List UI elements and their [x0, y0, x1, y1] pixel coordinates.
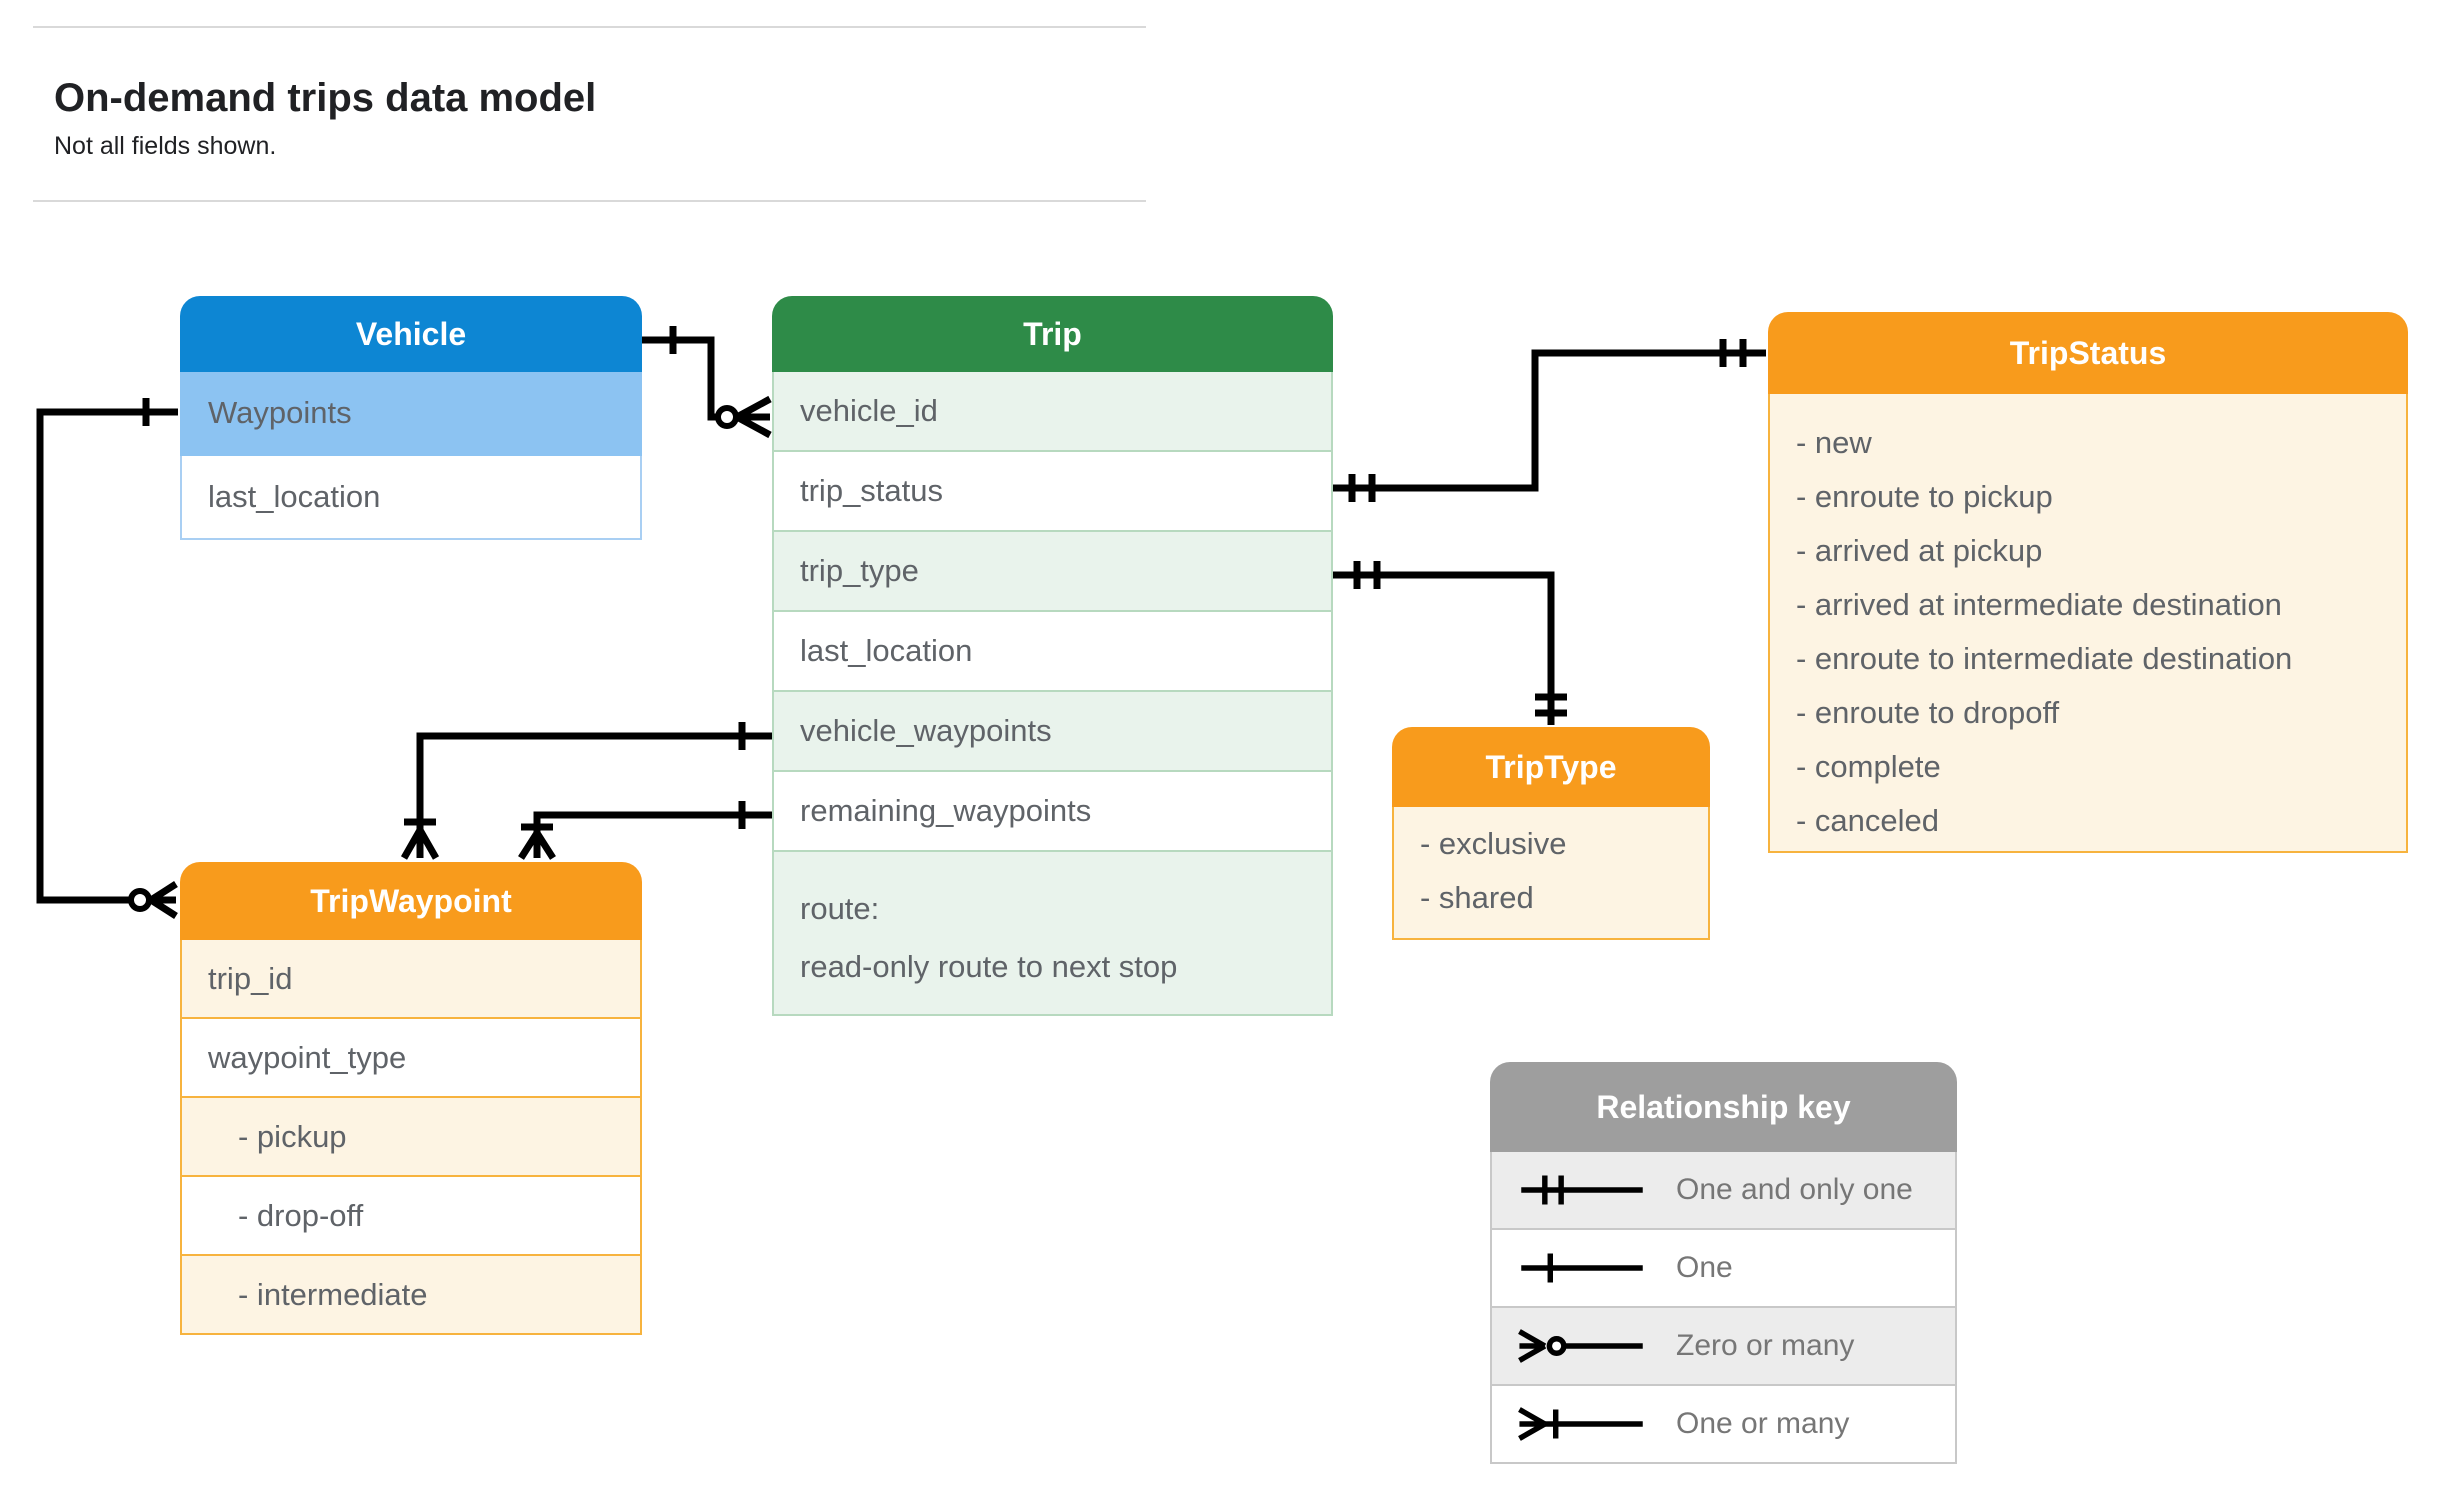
connector-vehiclewaypoints-to-tripwaypoint — [400, 722, 772, 860]
table-row: trip_id — [180, 940, 642, 1019]
list-item: - enroute to pickup — [1796, 479, 2053, 514]
one-icon — [1521, 1253, 1643, 1283]
list-item: - enroute to intermediate destination — [1796, 641, 2293, 676]
entity-vehicle: Vehicle Waypoints last_location — [180, 296, 642, 540]
title-divider — [33, 200, 1146, 202]
legend-label: Zero or many — [1676, 1329, 1855, 1362]
table-row: Waypoints — [180, 372, 642, 456]
connector-vehicle-to-trip — [642, 326, 772, 439]
list-item: - exclusive — [1420, 826, 1567, 861]
table-row: trip_status — [772, 452, 1333, 532]
zero-or-many-icon — [1518, 1329, 1643, 1363]
connector-trip-to-tripstatus — [1333, 339, 1766, 502]
table-row: vehicle_id — [772, 372, 1333, 452]
table-row: trip_type — [772, 532, 1333, 612]
list-item: - canceled — [1796, 803, 1940, 838]
one-or-many-icon — [1518, 1407, 1643, 1441]
list-item: - arrived at pickup — [1796, 533, 2043, 568]
one-and-only-one-icon — [1521, 1175, 1643, 1205]
entity-trip-title: Trip — [772, 296, 1333, 372]
legend-label: One or many — [1676, 1407, 1850, 1440]
table-row: - pickup — [180, 1098, 642, 1177]
tripstatus-values: - new - enroute to pickup - arrived at p… — [1768, 394, 2408, 853]
table-row: last_location — [180, 456, 642, 540]
entity-tripstatus: TripStatus - new - enroute to pickup - a… — [1768, 312, 2408, 853]
entity-trip: Trip vehicle_id trip_status trip_type la… — [772, 296, 1333, 1016]
legend-row: One or many — [1490, 1386, 1957, 1464]
triptype-values: - exclusive - shared — [1392, 807, 1710, 940]
connector-trip-to-triptype — [1333, 561, 1567, 725]
relationship-key-title: Relationship key — [1490, 1062, 1957, 1152]
page-subtitle: Not all fields shown. — [54, 132, 277, 160]
table-row: - drop-off — [180, 1177, 642, 1256]
table-row: remaining_waypoints — [772, 772, 1333, 852]
list-item: - enroute to dropoff — [1796, 695, 2060, 730]
legend-row: One and only one — [1490, 1152, 1957, 1230]
entity-triptype: TripType - exclusive - shared — [1392, 727, 1710, 940]
legend-label: One — [1676, 1251, 1733, 1284]
entity-tripwaypoint-title: TripWaypoint — [180, 862, 642, 940]
connector-vehicle-to-tripwaypoint — [36, 398, 178, 919]
table-row: last_location — [772, 612, 1333, 692]
entity-tripstatus-title: TripStatus — [1768, 312, 2408, 394]
entity-triptype-title: TripType — [1392, 727, 1710, 807]
top-divider — [33, 26, 1146, 28]
entity-tripwaypoint: TripWaypoint trip_id waypoint_type - pic… — [180, 862, 642, 1335]
legend-label: One and only one — [1676, 1173, 1913, 1206]
page-title: On-demand trips data model — [54, 76, 597, 120]
list-item: - shared — [1420, 880, 1534, 915]
table-row-route: route: read-only route to next stop — [772, 852, 1333, 1016]
relationship-key: Relationship key One and only one One Ze… — [1490, 1062, 1957, 1464]
list-item: - complete — [1796, 749, 1941, 784]
route-description: read-only route to next stop — [800, 949, 1178, 984]
route-label: route: — [800, 891, 880, 926]
legend-row: Zero or many — [1490, 1308, 1957, 1386]
table-row: - intermediate — [180, 1256, 642, 1335]
table-row: vehicle_waypoints — [772, 692, 1333, 772]
table-row: waypoint_type — [180, 1019, 642, 1098]
list-item: - arrived at intermediate destination — [1796, 587, 2282, 622]
connector-remainingwaypoints-to-tripwaypoint — [518, 801, 772, 860]
list-item: - new — [1796, 425, 1872, 460]
legend-row: One — [1490, 1230, 1957, 1308]
entity-vehicle-title: Vehicle — [180, 296, 642, 372]
